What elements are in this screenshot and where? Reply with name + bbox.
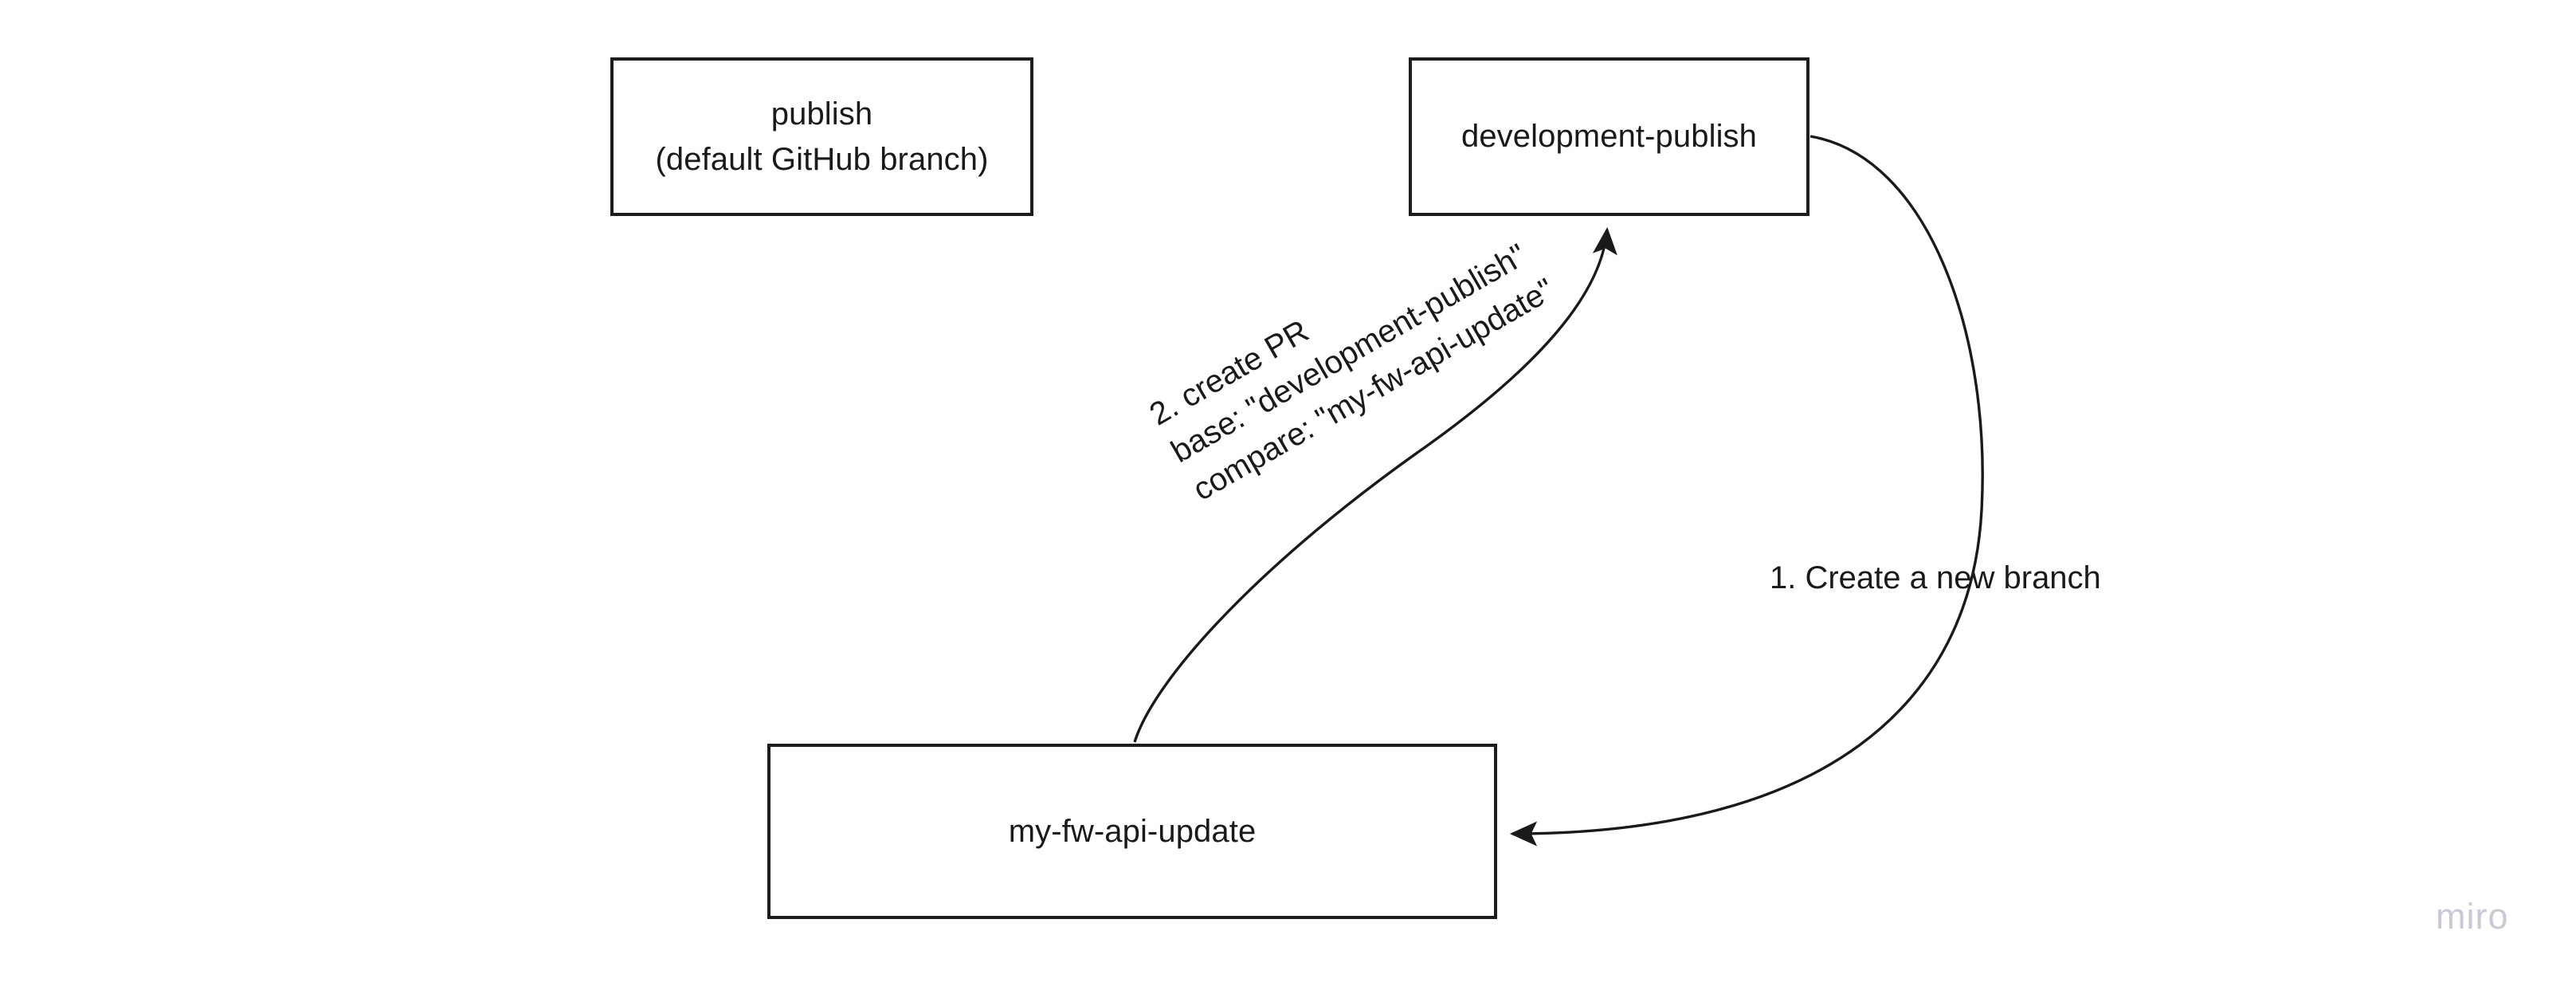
edge-create-branch-path <box>1509 135 1984 847</box>
edge-label-create-branch: 1. Create a new branch <box>1770 560 2101 595</box>
node-publish[interactable]: publish (default GitHub branch) <box>610 57 1033 216</box>
node-development-publish-label: development-publish <box>1461 119 1758 155</box>
node-publish-label: publish (default GitHub branch) <box>655 96 989 177</box>
node-my-fw-api-update[interactable]: my-fw-api-update <box>767 744 1497 919</box>
edge-label-create-pr: 2. create PR base: "development-publish"… <box>1143 238 1561 508</box>
miro-watermark: miro <box>2436 896 2509 937</box>
node-my-fw-api-update-label: my-fw-api-update <box>1008 813 1257 849</box>
node-development-publish[interactable]: development-publish <box>1409 57 1809 216</box>
